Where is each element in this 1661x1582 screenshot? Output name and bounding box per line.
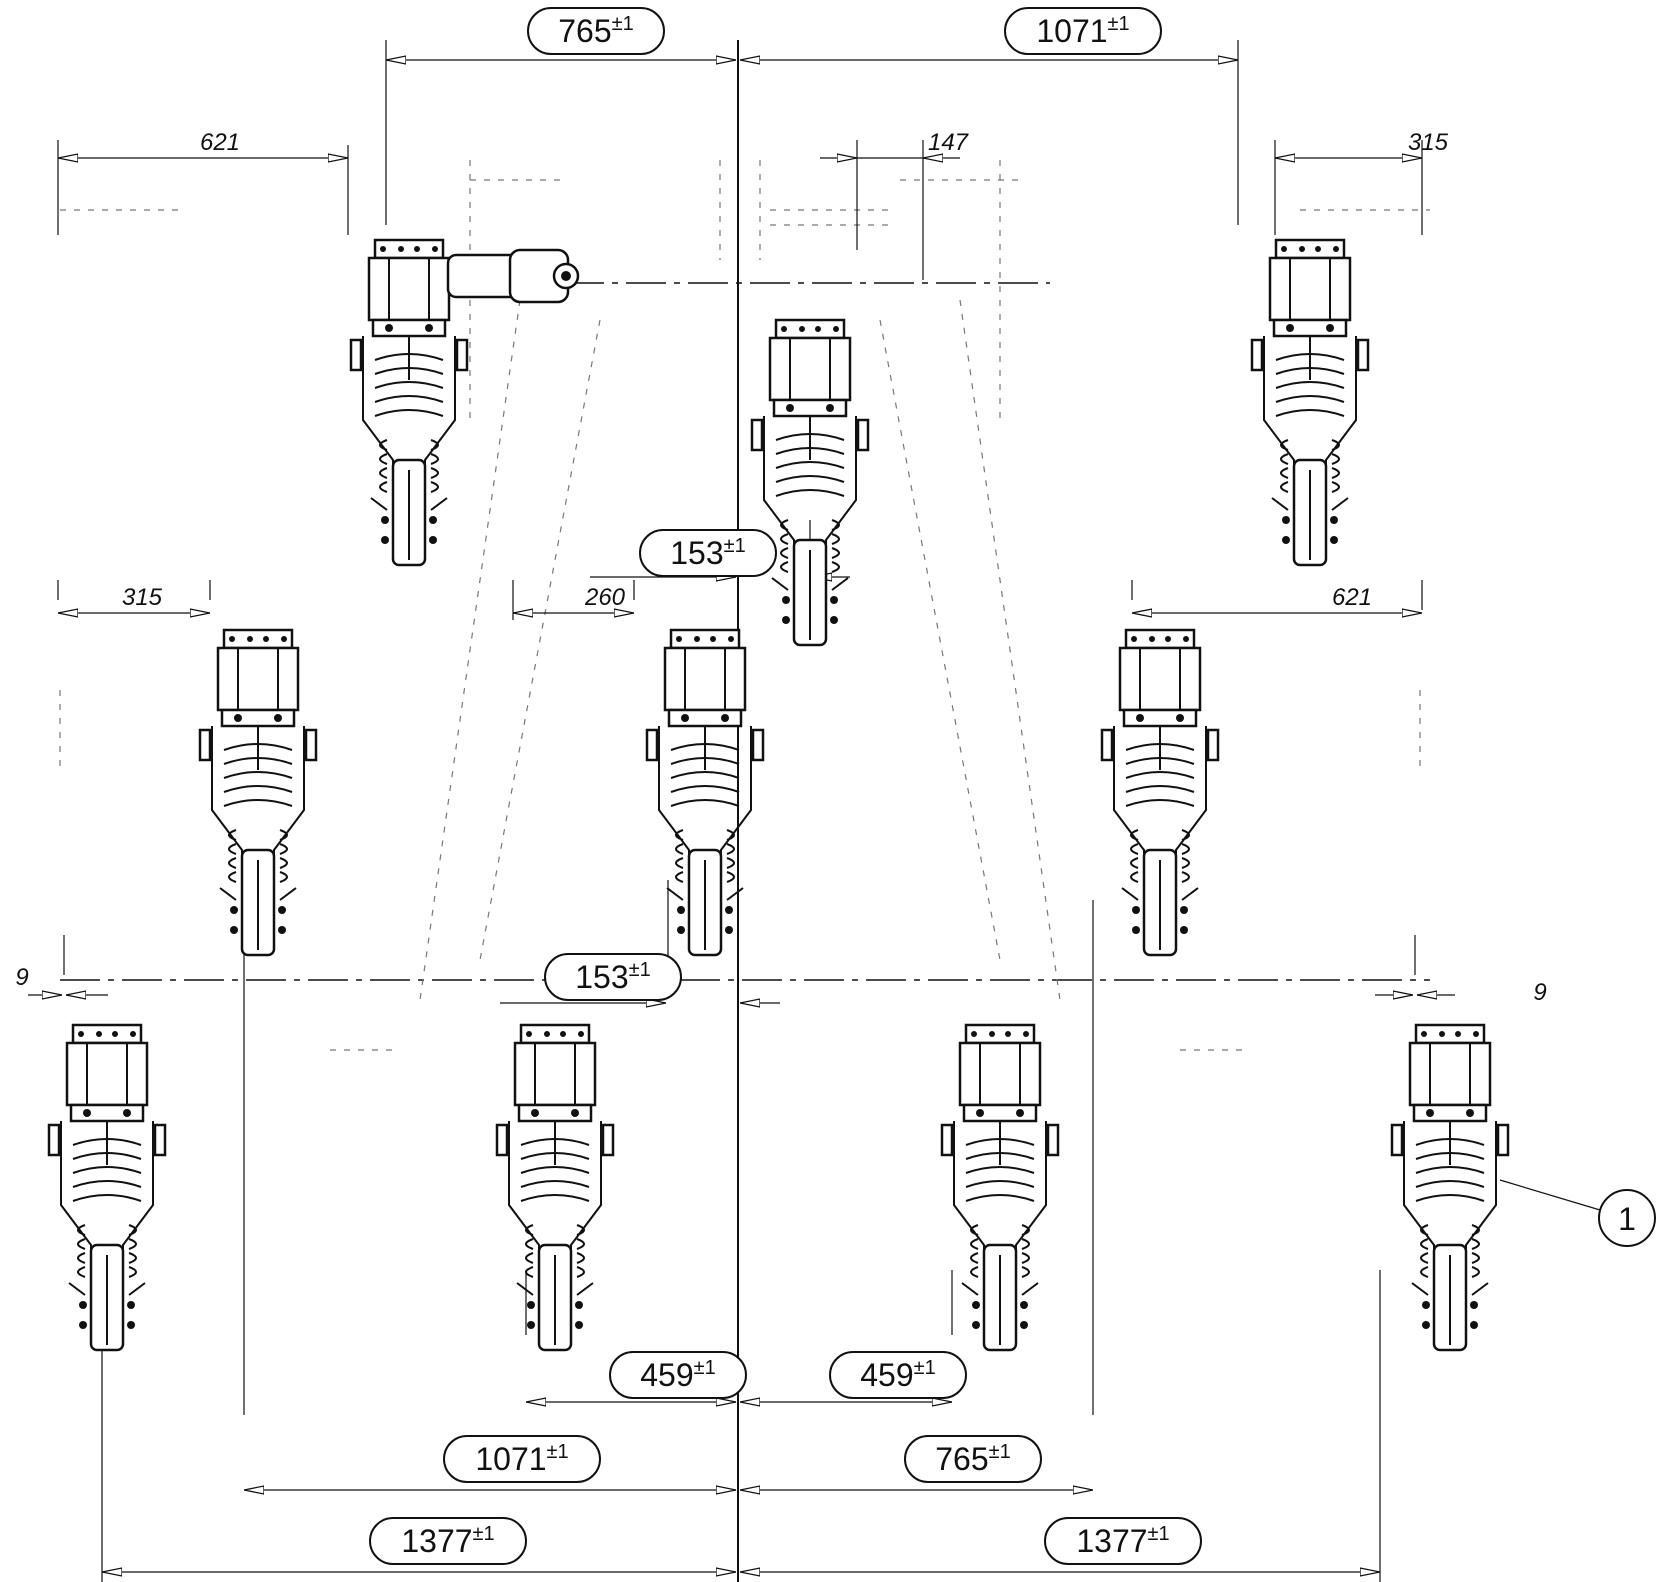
spring-unit-r1-right (1250, 238, 1370, 567)
svg-text:1071±1: 1071±1 (475, 1441, 568, 1477)
small-dimensions: 621 147 315 315 260 621 9 9 (15, 129, 1546, 1006)
tol-dim-459-left: 459±1 (609, 1351, 747, 1399)
dimension-lines (28, 60, 1455, 1572)
svg-text:1377±1: 1377±1 (401, 1523, 494, 1559)
cylinder (446, 248, 580, 304)
tol-dim-765-top: 765±1 (527, 7, 665, 55)
spring-unit-r3-3 (940, 1023, 1060, 1352)
tol-dim-153-lower: 153±1 (544, 953, 682, 1001)
spring-unit-r3-4 (1390, 1023, 1510, 1352)
dim-9-left: 9 (15, 964, 28, 991)
dim-621-mid: 621 (1332, 584, 1372, 611)
tol-dim-1071-top: 1071±1 (1004, 7, 1162, 55)
extension-lines (57, 40, 1423, 1582)
spring-unit-r2-right (1100, 628, 1220, 957)
dim-621-top: 621 (200, 129, 240, 156)
dim-260: 260 (584, 584, 626, 611)
spring-unit-r3-2 (495, 1023, 615, 1352)
spring-unit-r2-center (645, 628, 765, 957)
svg-text:1071±1: 1071±1 (1036, 13, 1129, 49)
svg-text:459±1: 459±1 (640, 1357, 716, 1393)
spring-unit-r3-1 (47, 1023, 167, 1352)
spring-unit-r2-left (198, 628, 318, 957)
svg-text:1: 1 (1618, 1201, 1636, 1237)
suspension-units (47, 238, 1510, 1352)
tol-dim-1377-right: 1377±1 (1044, 1517, 1202, 1565)
tol-dim-1071-bottom: 1071±1 (443, 1435, 601, 1483)
dim-9-right: 9 (1533, 979, 1546, 1006)
svg-text:765±1: 765±1 (935, 1441, 1011, 1477)
tol-dim-153-upper: 153±1 (639, 529, 777, 577)
svg-text:153±1: 153±1 (670, 535, 746, 571)
tol-dim-765-bottom: 765±1 (904, 1435, 1042, 1483)
svg-text:459±1: 459±1 (860, 1357, 936, 1393)
spring-unit-r1-center (750, 318, 870, 647)
dim-315-top: 315 (1408, 129, 1449, 156)
svg-text:765±1: 765±1 (558, 13, 634, 49)
dim-315-mid: 315 (122, 584, 163, 611)
callout-1: 1 (1499, 1179, 1656, 1247)
tol-dim-1377-left: 1377±1 (369, 1517, 527, 1565)
svg-text:153±1: 153±1 (575, 959, 651, 995)
tol-dim-459-right: 459±1 (829, 1351, 967, 1399)
svg-text:1377±1: 1377±1 (1076, 1523, 1169, 1559)
dim-147: 147 (928, 129, 970, 156)
